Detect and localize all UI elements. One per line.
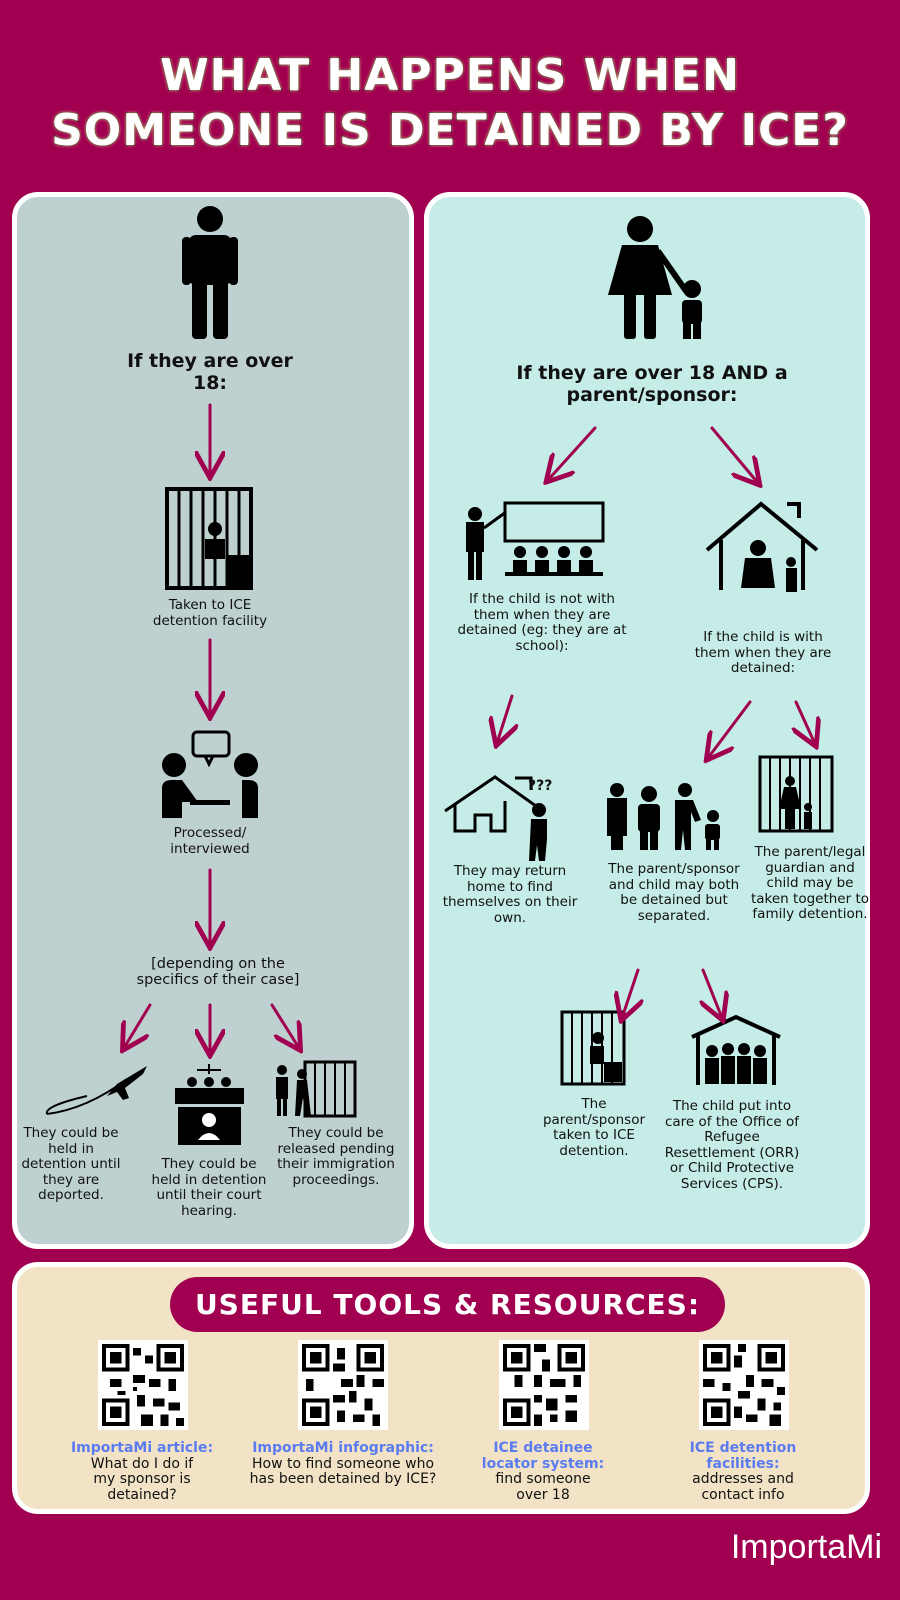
outcome-separated: The parent/sponsor and child may both be…: [608, 861, 740, 924]
step-detention: Taken to ICE detention facility: [152, 597, 268, 629]
branch-child-not-with: If the child is not with them when they …: [457, 591, 627, 654]
resource-desc: addresses and contact info: [692, 1471, 794, 1503]
classroom-icon: [466, 501, 605, 580]
resource-ice-locator[interactable]: ICE detainee locator system:find someone…: [448, 1440, 638, 1503]
outcome-parent-ice: The parent/sponsor taken to ICE detentio…: [542, 1096, 646, 1159]
resource-desc: find someone over 18: [495, 1471, 591, 1503]
resource-ice-facilities[interactable]: ICE detention facilities:addresses and c…: [648, 1440, 838, 1503]
resource-desc: What do I do if my sponsor is detained?: [90, 1455, 194, 1503]
shelter-children-icon: [691, 1015, 781, 1085]
parent-sponsor-heading: If they are over 18 AND a parent/sponsor…: [516, 362, 788, 406]
over-18-heading: If they are over 18:: [127, 350, 293, 394]
empty-home-confused-person-icon: [444, 775, 547, 861]
interview-icon: [162, 730, 258, 818]
outcome-family-detention: The parent/legal guardian and child may …: [750, 844, 870, 922]
resources-title: USEFUL TOOLS & RESOURCES:: [170, 1277, 725, 1332]
question-marks: ???: [528, 778, 553, 794]
resource-importami-infographic[interactable]: ImportaMi infographic:How to find someon…: [248, 1440, 438, 1488]
resource-importami-article[interactable]: ImportaMi article:What do I do if my spo…: [47, 1440, 237, 1503]
resource-link[interactable]: ImportaMi article:: [70, 1440, 214, 1456]
resource-desc: How to find someone who has been detaine…: [249, 1455, 437, 1487]
jail-cell-icon: [165, 487, 253, 590]
qr-code-importami-infographic[interactable]: [298, 1340, 388, 1430]
parent-with-child-icon: [608, 216, 702, 339]
deportation-plane-icon: [45, 1066, 147, 1115]
outcome-return-home: They may return home to find themselves …: [442, 863, 578, 926]
qr-code-ice-locator[interactable]: [499, 1340, 589, 1430]
parent-sponsor-panel: [424, 192, 870, 1249]
outcome-court-hearing: They could be held in detention until th…: [151, 1156, 267, 1219]
qr-code-ice-facilities[interactable]: [699, 1340, 789, 1430]
step-depending: [depending on the specifics of their cas…: [136, 956, 300, 988]
title-line-2: SOMEONE IS DETAINED BY ICE?: [50, 104, 849, 157]
resource-link[interactable]: ImportaMi infographic:: [252, 1440, 434, 1456]
outcome-deported: They could be held in detention until th…: [21, 1125, 121, 1203]
resource-link[interactable]: ICE detention facilities:: [689, 1440, 797, 1472]
branch-child-with: If the child is with them when they are …: [694, 629, 832, 676]
parent-detention-cell-icon: [560, 1010, 626, 1086]
title-line-1: WHAT HAPPENS WHEN: [159, 49, 740, 102]
outcome-released: They could be released pending their imm…: [277, 1125, 395, 1188]
police-separating-family-icon: [607, 783, 720, 850]
resource-link[interactable]: ICE detainee locator system:: [481, 1440, 605, 1472]
step-processed: Processed/ interviewed: [170, 825, 250, 857]
release-from-cell-icon: [276, 1060, 357, 1118]
family-detention-cell-icon: [758, 755, 834, 833]
qr-code-importami-article[interactable]: [98, 1340, 188, 1430]
outcome-child-orr: The child put into care of the Office of…: [664, 1098, 800, 1192]
court-hearing-icon: [175, 1064, 244, 1145]
home-with-child-icon: [705, 501, 819, 592]
importami-logo: ImportaMi: [730, 1528, 882, 1566]
adult-person-icon: [182, 206, 238, 339]
page-title: WHAT HAPPENS WHEN SOMEONE IS DETAINED BY…: [0, 48, 900, 158]
